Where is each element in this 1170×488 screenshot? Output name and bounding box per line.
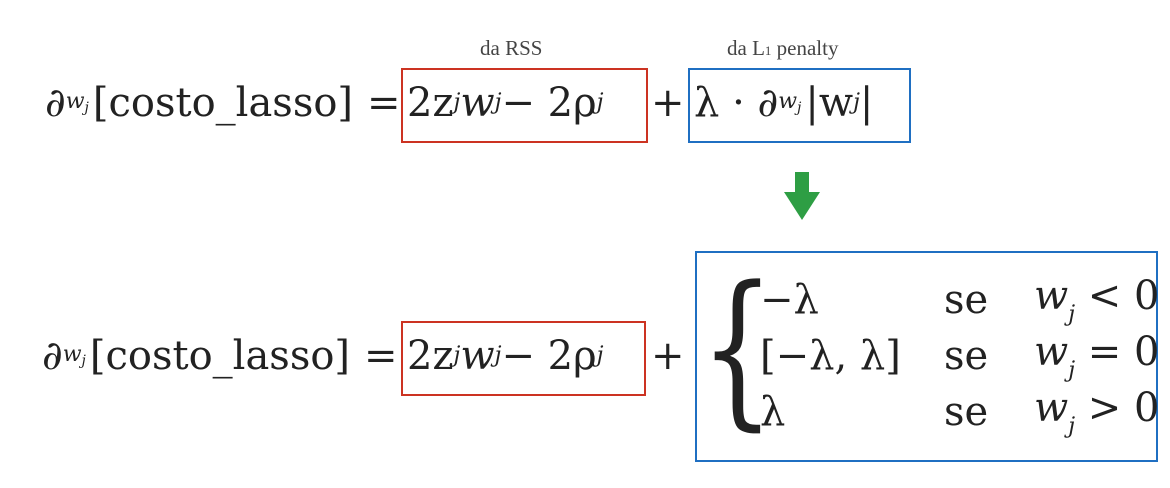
rss-w: w <box>460 80 495 126</box>
penalty-sub-w: w <box>778 89 798 114</box>
l1-label-prefix: da L <box>727 36 765 60</box>
case-cond-1: se <box>944 277 989 323</box>
case-row-negative: −λ se wj < 0 <box>760 272 1159 328</box>
case-w-3: w <box>1034 385 1069 431</box>
case-rel-3: > 0 <box>1075 385 1160 431</box>
partial-subscript: wj <box>65 89 89 116</box>
penalty-abs-open: |w <box>805 80 854 126</box>
rss-sub-j2: j <box>494 90 502 115</box>
case-relation-1: wj < 0 <box>1034 273 1159 327</box>
case-value-1: −λ <box>760 277 819 323</box>
rss-sub-j3: j <box>596 90 604 115</box>
partial-symbol: ∂ <box>45 80 66 126</box>
case-j-2: j <box>1068 358 1076 383</box>
case-rel-2: = 0 <box>1075 329 1160 375</box>
case-relation-3: wj > 0 <box>1034 385 1159 439</box>
rss2-sub-j3: j <box>596 343 604 368</box>
case-j-1: j <box>1068 302 1076 327</box>
case-j-3: j <box>1068 414 1076 439</box>
penalty-abs-sub-j: j <box>853 90 860 115</box>
rss2-sub-j2: j <box>494 343 502 368</box>
penalty-subscript: wj <box>778 89 802 116</box>
sub-w: w <box>65 89 85 114</box>
case-row-positive: λ se wj > 0 <box>760 384 1159 440</box>
rss2-sub-j1: j <box>453 343 461 368</box>
case-rel-1: < 0 <box>1075 273 1160 319</box>
plus-sign: + <box>651 80 685 126</box>
rss-label: da RSS <box>480 36 543 60</box>
cases-box <box>695 251 1158 462</box>
equation-2-lhs: ∂ wj [costo_lasso] = <box>42 336 398 376</box>
rss-sub-j1: j <box>453 90 461 115</box>
case-row-zero: [−λ, λ] se wj = 0 <box>760 328 1159 384</box>
l1-label-subscript: 1 <box>764 43 772 58</box>
left-brace: { <box>700 250 775 446</box>
down-arrow-icon <box>784 172 820 220</box>
rss2-2z: 2z <box>407 333 454 379</box>
rss-term-box <box>401 68 648 143</box>
equals-sign: = <box>367 80 401 126</box>
cases-list: −λ se wj < 0 [−λ, λ] se wj = 0 λ se wj >… <box>760 272 1159 440</box>
partial-subscript-2: wj <box>62 342 86 369</box>
penalty-term-box <box>688 68 911 143</box>
rss-term-box-2 <box>401 321 646 396</box>
rss-minus-rho: − 2ρ <box>501 80 597 126</box>
rss2-w: w <box>460 333 495 379</box>
case-value-2: [−λ, λ] <box>760 333 901 379</box>
penalty-lambda-partial: λ · ∂ <box>694 80 779 126</box>
lhs-cost: [costo_lasso] <box>92 80 354 126</box>
sub-j-2: j <box>81 353 86 369</box>
case-cond-2: se <box>944 333 989 379</box>
sub-w-2: w <box>62 342 82 367</box>
case-value-3: λ <box>760 389 786 435</box>
case-relation-2: wj = 0 <box>1034 329 1159 383</box>
case-cond-3: se <box>944 389 989 435</box>
equals-sign-2: = <box>364 333 398 379</box>
partial-symbol-2: ∂ <box>42 333 63 379</box>
rss-2z: 2z <box>407 80 454 126</box>
penalty-abs-close: | <box>859 80 874 126</box>
case-w-1: w <box>1034 273 1069 319</box>
l1-label-suffix: penalty <box>771 36 839 60</box>
l1-penalty-label: da L1 penalty <box>727 36 838 61</box>
sub-j: j <box>84 100 89 116</box>
lhs-cost-2: [costo_lasso] <box>89 333 351 379</box>
case-w-2: w <box>1034 329 1069 375</box>
penalty-sub-j: j <box>797 100 802 116</box>
plus-sign-2: + <box>651 333 685 379</box>
equation-1-lhs: ∂ wj [costo_lasso] = <box>45 83 401 123</box>
rss2-minus-rho: − 2ρ <box>501 333 597 379</box>
